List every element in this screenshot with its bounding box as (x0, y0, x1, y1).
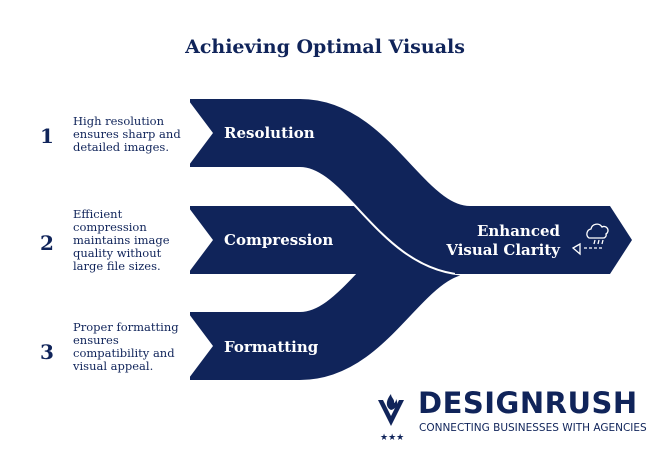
step-number: 1 (40, 124, 54, 148)
brand-tagline: CONNECTING BUSINESSES WITH AGENCIES (419, 422, 647, 434)
notch (186, 97, 213, 169)
notch (186, 310, 213, 382)
step-description: Efficient compression maintains image qu… (73, 207, 170, 273)
band-label: Compression (224, 231, 334, 249)
step-number: 2 (40, 231, 54, 255)
result-line-1: Enhanced (476, 222, 560, 240)
band-resolution (190, 99, 474, 274)
band-label: Resolution (224, 124, 315, 142)
step-number: 3 (40, 340, 54, 364)
rain-cloud-icon (571, 223, 609, 256)
svg-text:★★★: ★★★ (380, 433, 404, 443)
brand-name: DESIGNRUSH (418, 386, 638, 420)
notch (186, 204, 213, 276)
designrush-logo-mark: ★★★ (378, 394, 404, 443)
result-arrow (455, 206, 632, 274)
band-label: Formatting (224, 338, 319, 356)
page-title: Achieving Optimal Visuals (185, 36, 465, 58)
step-description: High resolution ensures sharp and detail… (73, 114, 181, 154)
result-line-2: Visual Clarity (446, 241, 560, 259)
result-label: Enhanced Visual Clarity (440, 222, 560, 260)
step-description: Proper formatting ensures compatibility … (73, 320, 179, 373)
